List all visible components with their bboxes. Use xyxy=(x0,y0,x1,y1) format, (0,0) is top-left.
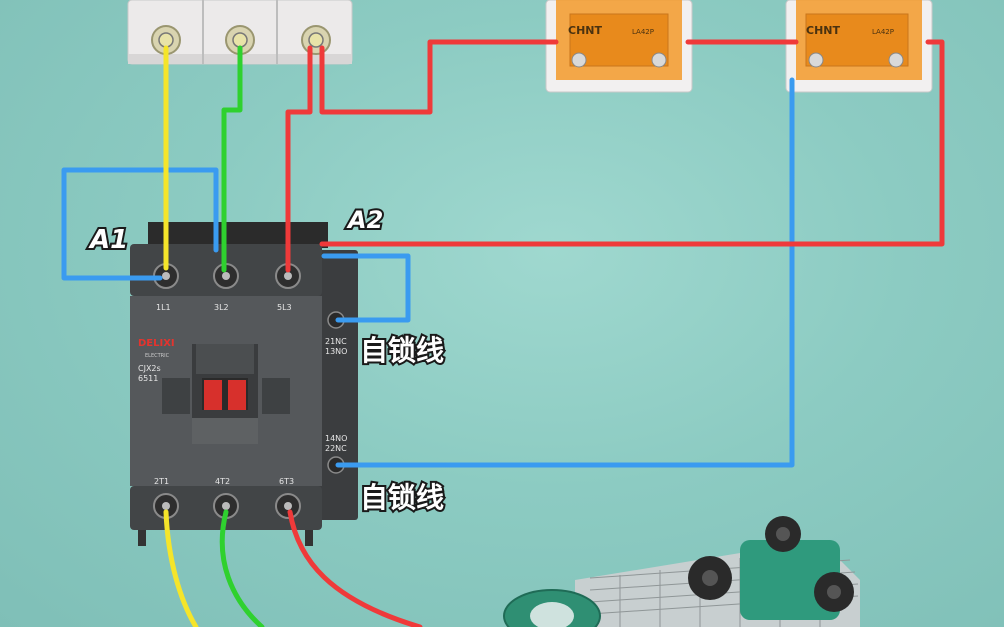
air-compressor xyxy=(503,516,860,627)
wires xyxy=(61,39,945,627)
wire-green-t2 xyxy=(219,509,265,627)
button-brand-left: CHNT xyxy=(568,24,602,37)
terminal-label-5l3: 5L3 xyxy=(277,303,292,312)
wire-red-t3 xyxy=(287,509,423,627)
breaker-terminal-3 xyxy=(301,25,331,55)
contactor-brand-sub: ELECTRIC xyxy=(145,353,170,359)
aux-label-14no: 14NO xyxy=(325,434,347,443)
button-model-left: LA42P xyxy=(632,28,654,36)
contactor: 1L1 3L2 5L3 DELIXI ELECTRIC CJX2s 6511 2… xyxy=(130,222,358,546)
label-self-lock-upper: 自锁线 xyxy=(360,334,444,367)
wire-blue-self-lock-upper xyxy=(321,253,411,323)
circuit-breaker xyxy=(127,0,353,65)
wire-red-to-button xyxy=(319,39,559,115)
aux-label-13no: 13NO xyxy=(325,347,347,356)
aux-label-21nc: 21NC xyxy=(325,337,347,346)
label-self-lock-lower: 自锁线 xyxy=(360,481,444,514)
contactor-model-no: 6511 xyxy=(138,374,158,383)
label-a2: A2 xyxy=(346,206,383,234)
terminal-label-1l1: 1L1 xyxy=(156,303,171,312)
terminal-label-3l2: 3L2 xyxy=(214,303,229,312)
terminal-6t3 xyxy=(275,493,301,519)
breaker-terminal-1 xyxy=(151,25,181,55)
terminal-label-4t2: 4T2 xyxy=(215,477,230,486)
wire-red-l3 xyxy=(285,45,313,273)
aux-label-22nc: 22NC xyxy=(325,444,347,453)
wire-red-a2 xyxy=(319,39,945,247)
contactor-model: CJX2s xyxy=(138,364,161,373)
contactor-brand: DELIXI xyxy=(138,338,175,349)
wire-blue-self-lock-lower xyxy=(335,77,795,468)
wire-yellow-t1 xyxy=(163,509,199,627)
push-button-left: CHNT LA42P xyxy=(545,0,693,93)
button-brand-right: CHNT xyxy=(806,24,840,37)
button-model-right: LA42P xyxy=(872,28,894,36)
wire-blue-a1-loop xyxy=(61,167,219,281)
push-button-right: CHNT LA42P xyxy=(785,0,933,93)
terminal-label-6t3: 6T3 xyxy=(279,477,294,486)
terminal-label-2t1: 2T1 xyxy=(154,477,169,486)
wire-green-l2 xyxy=(221,45,243,273)
label-a1: A1 xyxy=(88,225,128,255)
